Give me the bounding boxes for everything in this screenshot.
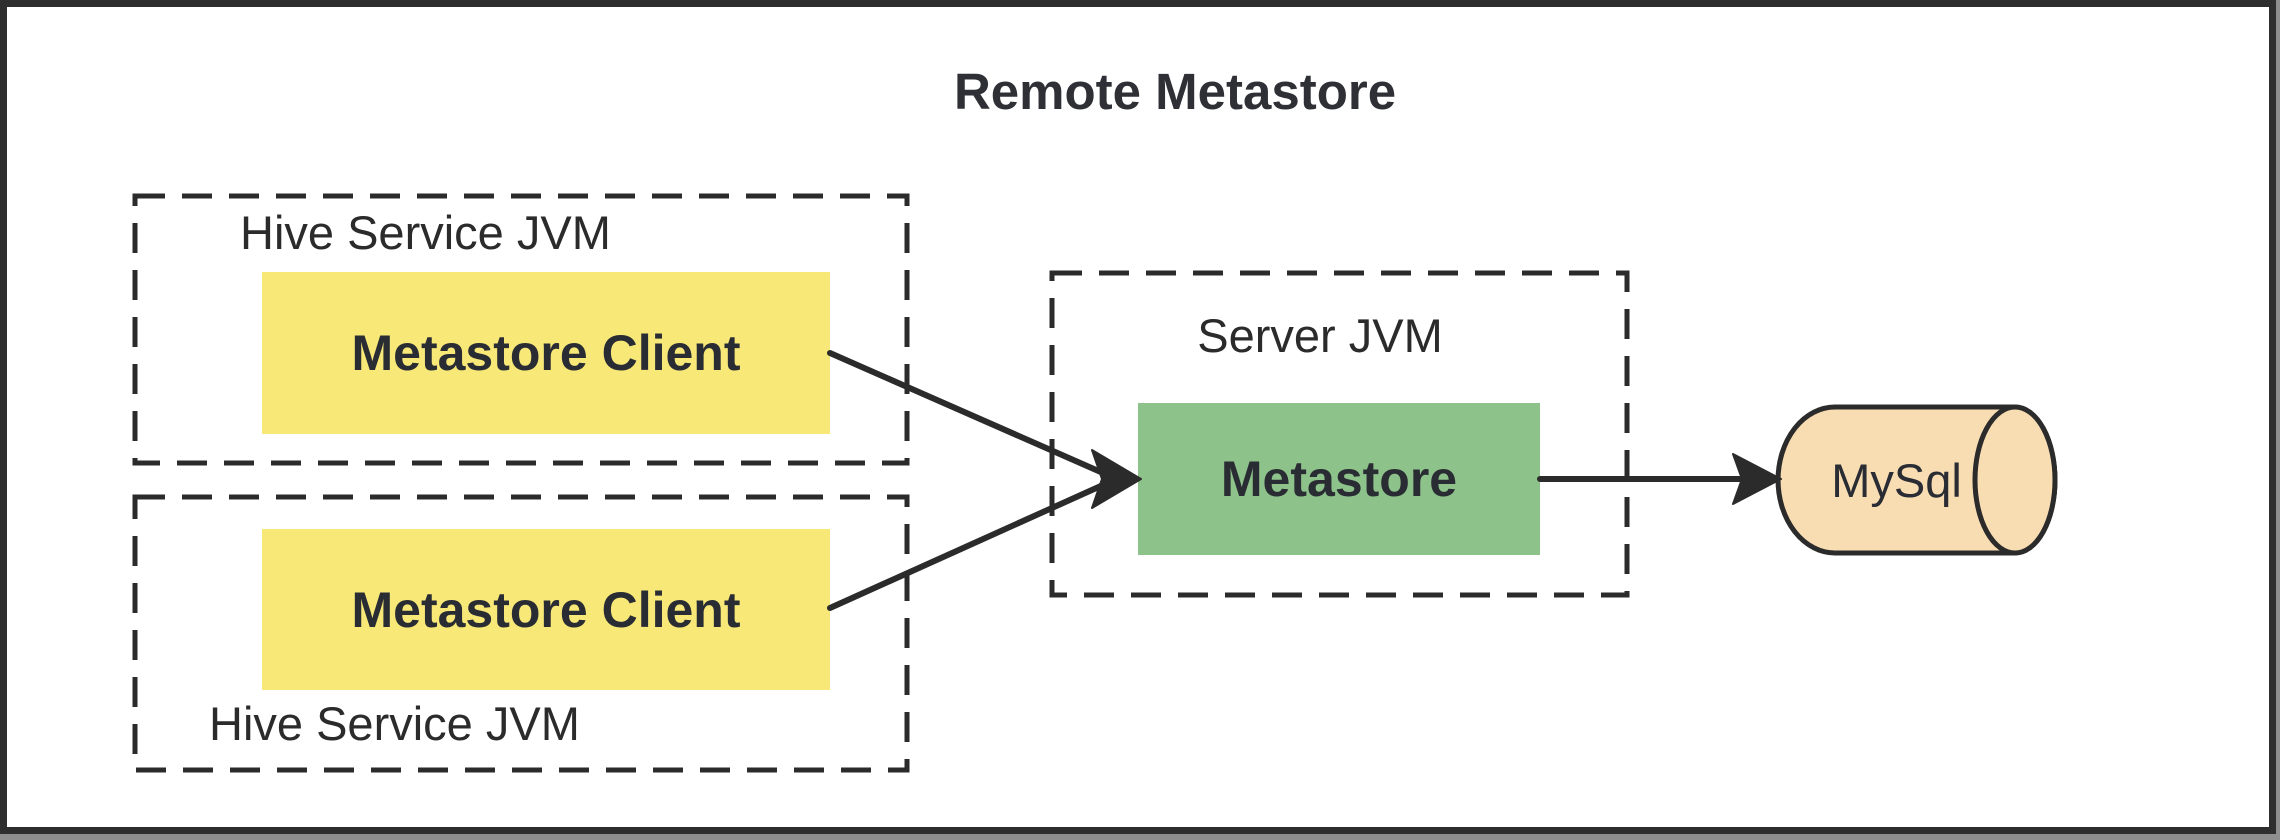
metastore-client-1-label: Metastore Client xyxy=(351,325,741,381)
metastore-label: Metastore xyxy=(1220,451,1458,507)
hive-service-jvm-group-2-border xyxy=(132,494,910,773)
metastore-client-1-box xyxy=(262,272,830,434)
arrow-client1-to-metastore xyxy=(827,350,1106,476)
metastore-client-2-box xyxy=(262,529,830,690)
mysql-cylinder-cap xyxy=(1972,404,2058,556)
hive-service-jvm-label-1: Hive Service JVM xyxy=(240,206,611,259)
metastore-box xyxy=(1138,403,1540,555)
hive-service-jvm-label-2: Hive Service JVM xyxy=(209,697,580,750)
arrow-client2-to-metastore xyxy=(827,482,1106,611)
diagram-title: Remote Metastore xyxy=(953,63,1397,120)
arrowhead-into-mysql xyxy=(1732,453,1782,505)
metastore-client-2-label: Metastore Client xyxy=(351,581,741,638)
hive-service-jvm-group-1-border xyxy=(132,193,910,466)
server-jvm-label: Server JVM xyxy=(1197,309,1443,362)
mysql-label: MySql xyxy=(1831,453,1962,507)
server-jvm-group-border xyxy=(1049,270,1630,598)
arrowhead-into-metastore xyxy=(1091,449,1142,509)
